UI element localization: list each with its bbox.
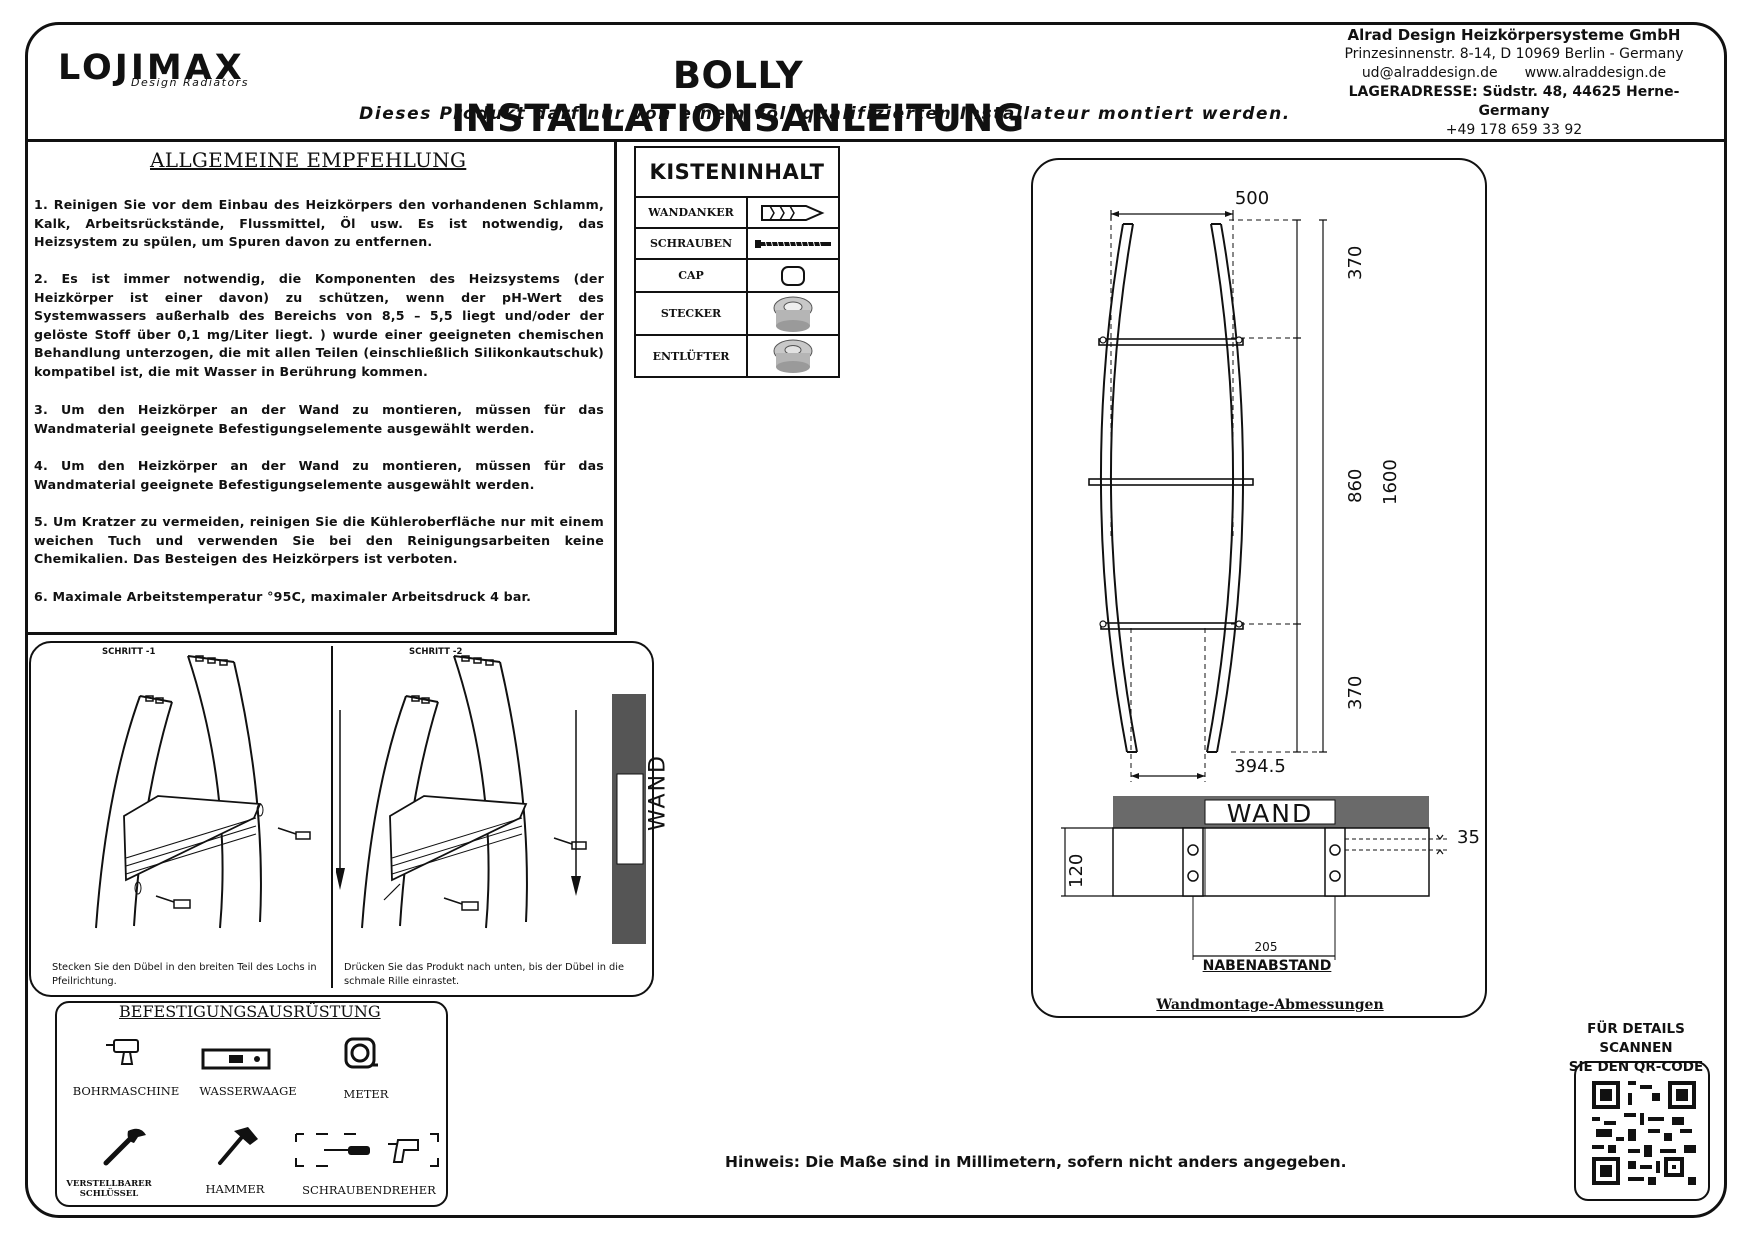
qr-code-box[interactable] [1574,1061,1710,1201]
company-email[interactable]: ud@alraddesign.de [1361,65,1498,81]
recommendation-title: ALLGEMEINE EMPFEHLUNG [150,148,467,172]
dim-depth: 120 [1066,853,1087,888]
company-phone: +49 178 659 33 92 [1445,122,1583,138]
box-contents-label: STECKER [636,293,748,334]
drawing-caption: Wandmontage-Abmessungen [1156,997,1384,1013]
cap-icon [748,260,838,291]
box-contents-label: SCHRAUBEN [636,229,748,258]
brand-logo: LOJIMAX [58,48,245,88]
box-contents-row: STECKER [636,293,838,336]
installation-steps-box [29,641,654,997]
page-subtitle: Dieses Produkt darf nur von einem voll q… [359,104,1291,124]
company-name: Alrad Design Heizkörpersysteme GmbH [1347,26,1681,44]
company-contact: ud@alraddesign.de www.alraddesign.de [1329,64,1699,83]
drawing-box [1031,158,1487,1018]
company-warehouse: LAGERADRESSE: Südstr. 48, 44625 Herne- G… [1348,84,1680,119]
box-contents-row: WANDANKER [636,198,838,229]
wall-label-step: WAND [645,754,671,831]
hammer-icon [214,1125,260,1171]
tool-label: WASSERWAAGE [199,1084,297,1098]
step-2-illustration [336,655,646,944]
qr-title-line-1: FÜR DETAILS SCANNEN [1587,1021,1685,1056]
step-2-caption: Drücken Sie das Produkt nach unten, bis … [344,962,625,987]
units-note: Hinweis: Die Maße sind in Millimetern, s… [725,1153,1347,1171]
box-contents-table: KISTENINHALT WANDANKER SCHRAUBEN CAP STE… [634,146,840,378]
dim-1600: 1600 [1380,459,1401,505]
steps-divider [331,646,333,988]
box-contents-row: SCHRAUBEN [636,229,838,260]
box-contents-row: CAP [636,260,838,293]
tool-label: VERSTELLBARER SCHLÜSSEL [66,1179,152,1199]
brand-logo-subtitle: Design Radiators [131,76,249,89]
dim-width-top: 500 [1234,188,1270,209]
page-frame [25,22,1727,1218]
qr-title: FÜR DETAILS SCANNEN SIE DEN QR-CODE [1556,1020,1716,1077]
box-contents-title: KISTENINHALT [636,148,838,198]
box-contents-label: CAP [636,260,748,291]
box-contents-row: ENTLÜFTER [636,336,838,376]
tool-label: HAMMER [205,1182,265,1196]
company-info: Alrad Design Heizkörpersysteme GmbH Prin… [1329,26,1699,140]
tool-label: BOHRMASCHINE [72,1084,180,1098]
screwdriver-icon [294,1130,440,1174]
drill-icon [104,1036,144,1070]
qr-code-icon [1592,1081,1696,1185]
step-1-caption: Stecken Sie den Dübel in den breiten Tei… [52,962,317,987]
box-contents-label: WANDANKER [636,198,748,227]
tape-measure-icon [344,1037,378,1075]
header-divider [25,139,1727,142]
company-website[interactable]: www.alraddesign.de [1524,65,1667,81]
recommendation-item: 5. Um Kratzer zu vermeiden, reinigen Sie… [34,514,604,567]
qr-title-line-2: SIE DEN QR-CODE [1568,1059,1704,1075]
recommendation-item: 2. Es ist immer notwendig, die Komponent… [34,271,604,379]
recommendation-item: 3. Um den Heizkörper an der Wand zu mont… [34,402,604,436]
dimension-drawing [1061,210,1447,960]
dim-370-bottom: 370 [1345,675,1366,710]
adjustable-wrench-icon [100,1125,150,1171]
recommendation-item: 6. Maximale Arbeitstemperatur °95C, maxi… [34,589,532,604]
dim-offset: 35 [1457,827,1480,848]
page-title: BOLLY INSTALLATIONSANLEITUNG [451,54,1025,140]
recommendation-item: 4. Um den Heizkörper an der Wand zu mont… [34,458,604,492]
recommendation-item: 1. Reinigen Sie vor dem Einbau des Heizk… [34,197,604,250]
tools-title: BEFESTIGUNGSAUSRÜSTUNG [119,1002,381,1021]
dim-hub-distance: 205 [1254,940,1278,954]
wall-label-drawing: WAND [1226,799,1314,828]
recommendation-box [25,139,617,635]
dim-width-bottom: 394.5 [1234,756,1286,777]
step-1-label: SCHRITT -1 [102,647,156,657]
dim-370-top: 370 [1345,245,1366,280]
box-contents-label: ENTLÜFTER [636,336,748,376]
step-2-label: SCHRITT -2 [409,647,463,657]
tool-label: SCHRAUBENDREHER [302,1183,436,1197]
spirit-level-icon [201,1047,271,1075]
company-address: Prinzesinnenstr. 8-14, D 10969 Berlin - … [1344,46,1684,62]
screw-icon [748,229,838,258]
hub-distance-label: NABENABSTAND [1202,958,1332,974]
tool-label: METER [343,1087,389,1101]
tools-box [55,1001,448,1207]
dim-860: 860 [1345,468,1366,503]
step-1-illustration [95,655,311,929]
air-vent-icon [748,336,838,376]
plug-icon [748,293,838,334]
wall-anchor-icon [748,198,838,227]
